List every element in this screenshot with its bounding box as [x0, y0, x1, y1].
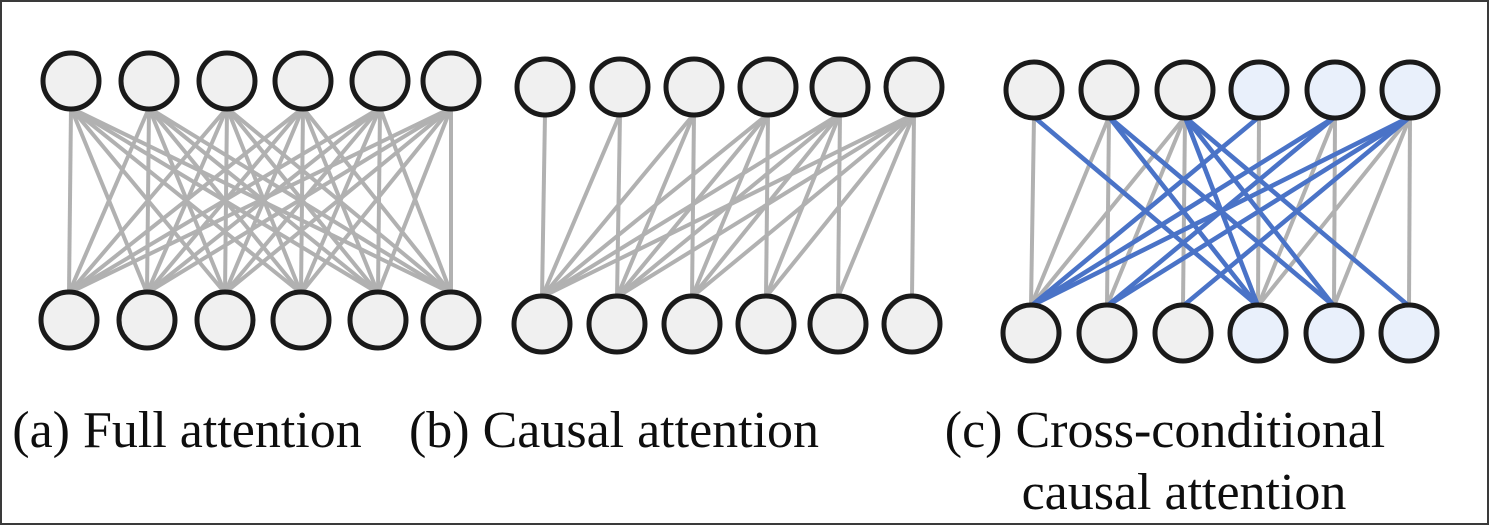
caption-line-1: (a) Full attention — [12, 402, 362, 459]
panel-b-bottom-node-5 — [807, 293, 869, 355]
panel-b-top-node-1 — [514, 56, 576, 118]
panel-a-top-node-1 — [40, 50, 102, 112]
panel-c-bottom-node-6 — [1378, 302, 1440, 364]
panel-c-bottom-node-5 — [1303, 302, 1365, 364]
panel-a-bottom-node-3 — [194, 289, 256, 351]
panel-b-edge-gray-t4-b1 — [540, 112, 770, 299]
panel-a-top-node-3 — [196, 50, 258, 112]
panel-a-bottom-node-4 — [270, 289, 332, 351]
panel-c-edge-gray-t6-b4 — [1256, 115, 1412, 308]
panel-c-top-node-5 — [1304, 59, 1366, 121]
panel-a-bottom-node-2 — [116, 289, 178, 351]
panel-b-bottom-node-4 — [735, 293, 797, 355]
panel-c-edge-gray-t2-b1 — [1029, 116, 1111, 307]
panel-c-edge-gray-t3-b1 — [1029, 115, 1187, 308]
panel-c-top-node-1 — [1003, 59, 1065, 121]
panel-b-edge-gray-t6-b4 — [764, 112, 916, 299]
panel-c-bottom-node-3 — [1152, 302, 1214, 364]
panel-a-bottom-node-6 — [420, 289, 482, 351]
panel-b-bottom-node-2 — [586, 293, 648, 355]
panel-b-edge-gray-t6-b5 — [836, 113, 916, 298]
panel-a-bottom-node-1 — [38, 289, 100, 351]
panel-c-edge-blue-t5-b1 — [1029, 115, 1337, 308]
panel-c-edge-blue-t6-b3 — [1181, 115, 1412, 308]
panel-a-edge-gray-t1-b1 — [67, 107, 73, 294]
panel-a-top-node-5 — [349, 50, 411, 112]
panel-c-edge-gray-t1-b1 — [1029, 116, 1036, 307]
panel-a-edge-gray-t6-b4 — [299, 106, 453, 295]
panel-b-bottom-node-6 — [881, 293, 943, 355]
panel-b-top-node-3 — [663, 56, 725, 118]
panel-c-top-node-2 — [1078, 59, 1140, 121]
panel-b-top-node-6 — [883, 56, 945, 118]
panel-a-edge-gray-t5-b1 — [67, 106, 382, 295]
panel-a-top-node-4 — [272, 50, 334, 112]
panel-c-top-node-6 — [1379, 59, 1441, 121]
panel-b-edge-gray-t1-b1 — [540, 113, 547, 298]
panel-b-edge-gray-t6-b1 — [541, 112, 915, 299]
panel-b-top-node-4 — [737, 56, 799, 118]
panel-b-edge-gray-t3-b1 — [540, 112, 696, 299]
panel-b-bottom-node-1 — [511, 293, 573, 355]
panel-a-top-node-2 — [118, 50, 180, 112]
panel-b-edge-gray-t6-b6 — [910, 113, 916, 298]
panel-c-top-node-3 — [1154, 59, 1216, 121]
panel-a-top-node-6 — [420, 50, 482, 112]
panel-c-edge-blue-t4-b1 — [1029, 115, 1261, 308]
panel-b-top-node-5 — [809, 56, 871, 118]
panel-a-bottom-node-5 — [347, 289, 409, 351]
panel-b-group — [511, 56, 945, 355]
panel-b-top-node-2 — [589, 56, 651, 118]
panel-c-top-node-4 — [1228, 59, 1290, 121]
panel-c-bottom-node-4 — [1227, 302, 1289, 364]
panel-a-edge-gray-t2-b1 — [67, 107, 151, 294]
panel-c-edge-blue-t6-b1 — [1029, 114, 1412, 309]
panel-c-group — [1000, 59, 1441, 364]
panel-a-edge-gray-t6-b5 — [376, 107, 453, 294]
panel-a-group — [38, 50, 482, 351]
panel-b-bottom-node-3 — [661, 293, 723, 355]
panel-c-edge-gray-t6-b5 — [1332, 116, 1412, 307]
panel-b-edge-gray-t6-b3 — [690, 112, 916, 299]
caption-line-2: (b) Causal attention — [408, 402, 820, 459]
panel-a-edge-gray-t4-b1 — [67, 106, 305, 295]
panel-a-edge-gray-t3-b1 — [67, 106, 229, 295]
panel-a-edge-gray-t5-b5 — [376, 107, 382, 294]
panel-b-edge-gray-t5-b1 — [540, 112, 842, 299]
panel-c-edge-gray-t6-b6 — [1407, 116, 1412, 307]
panel-b-edge-gray-t6-b2 — [615, 112, 916, 299]
panel-a-edge-gray-t6-b3 — [223, 106, 453, 295]
panel-a-edge-gray-t6-b1 — [68, 106, 452, 295]
panel-c-edge-blue-t6-b2 — [1105, 115, 1412, 308]
caption-line-4: causal attention — [1021, 464, 1347, 521]
caption-line-3: (c) Cross-conditional — [944, 402, 1386, 459]
panel-c-bottom-node-2 — [1076, 302, 1138, 364]
panel-a-edge-gray-t6-b2 — [145, 106, 453, 295]
panel-c-bottom-node-1 — [1000, 302, 1062, 364]
panel-b-edge-gray-t2-b1 — [540, 113, 622, 298]
